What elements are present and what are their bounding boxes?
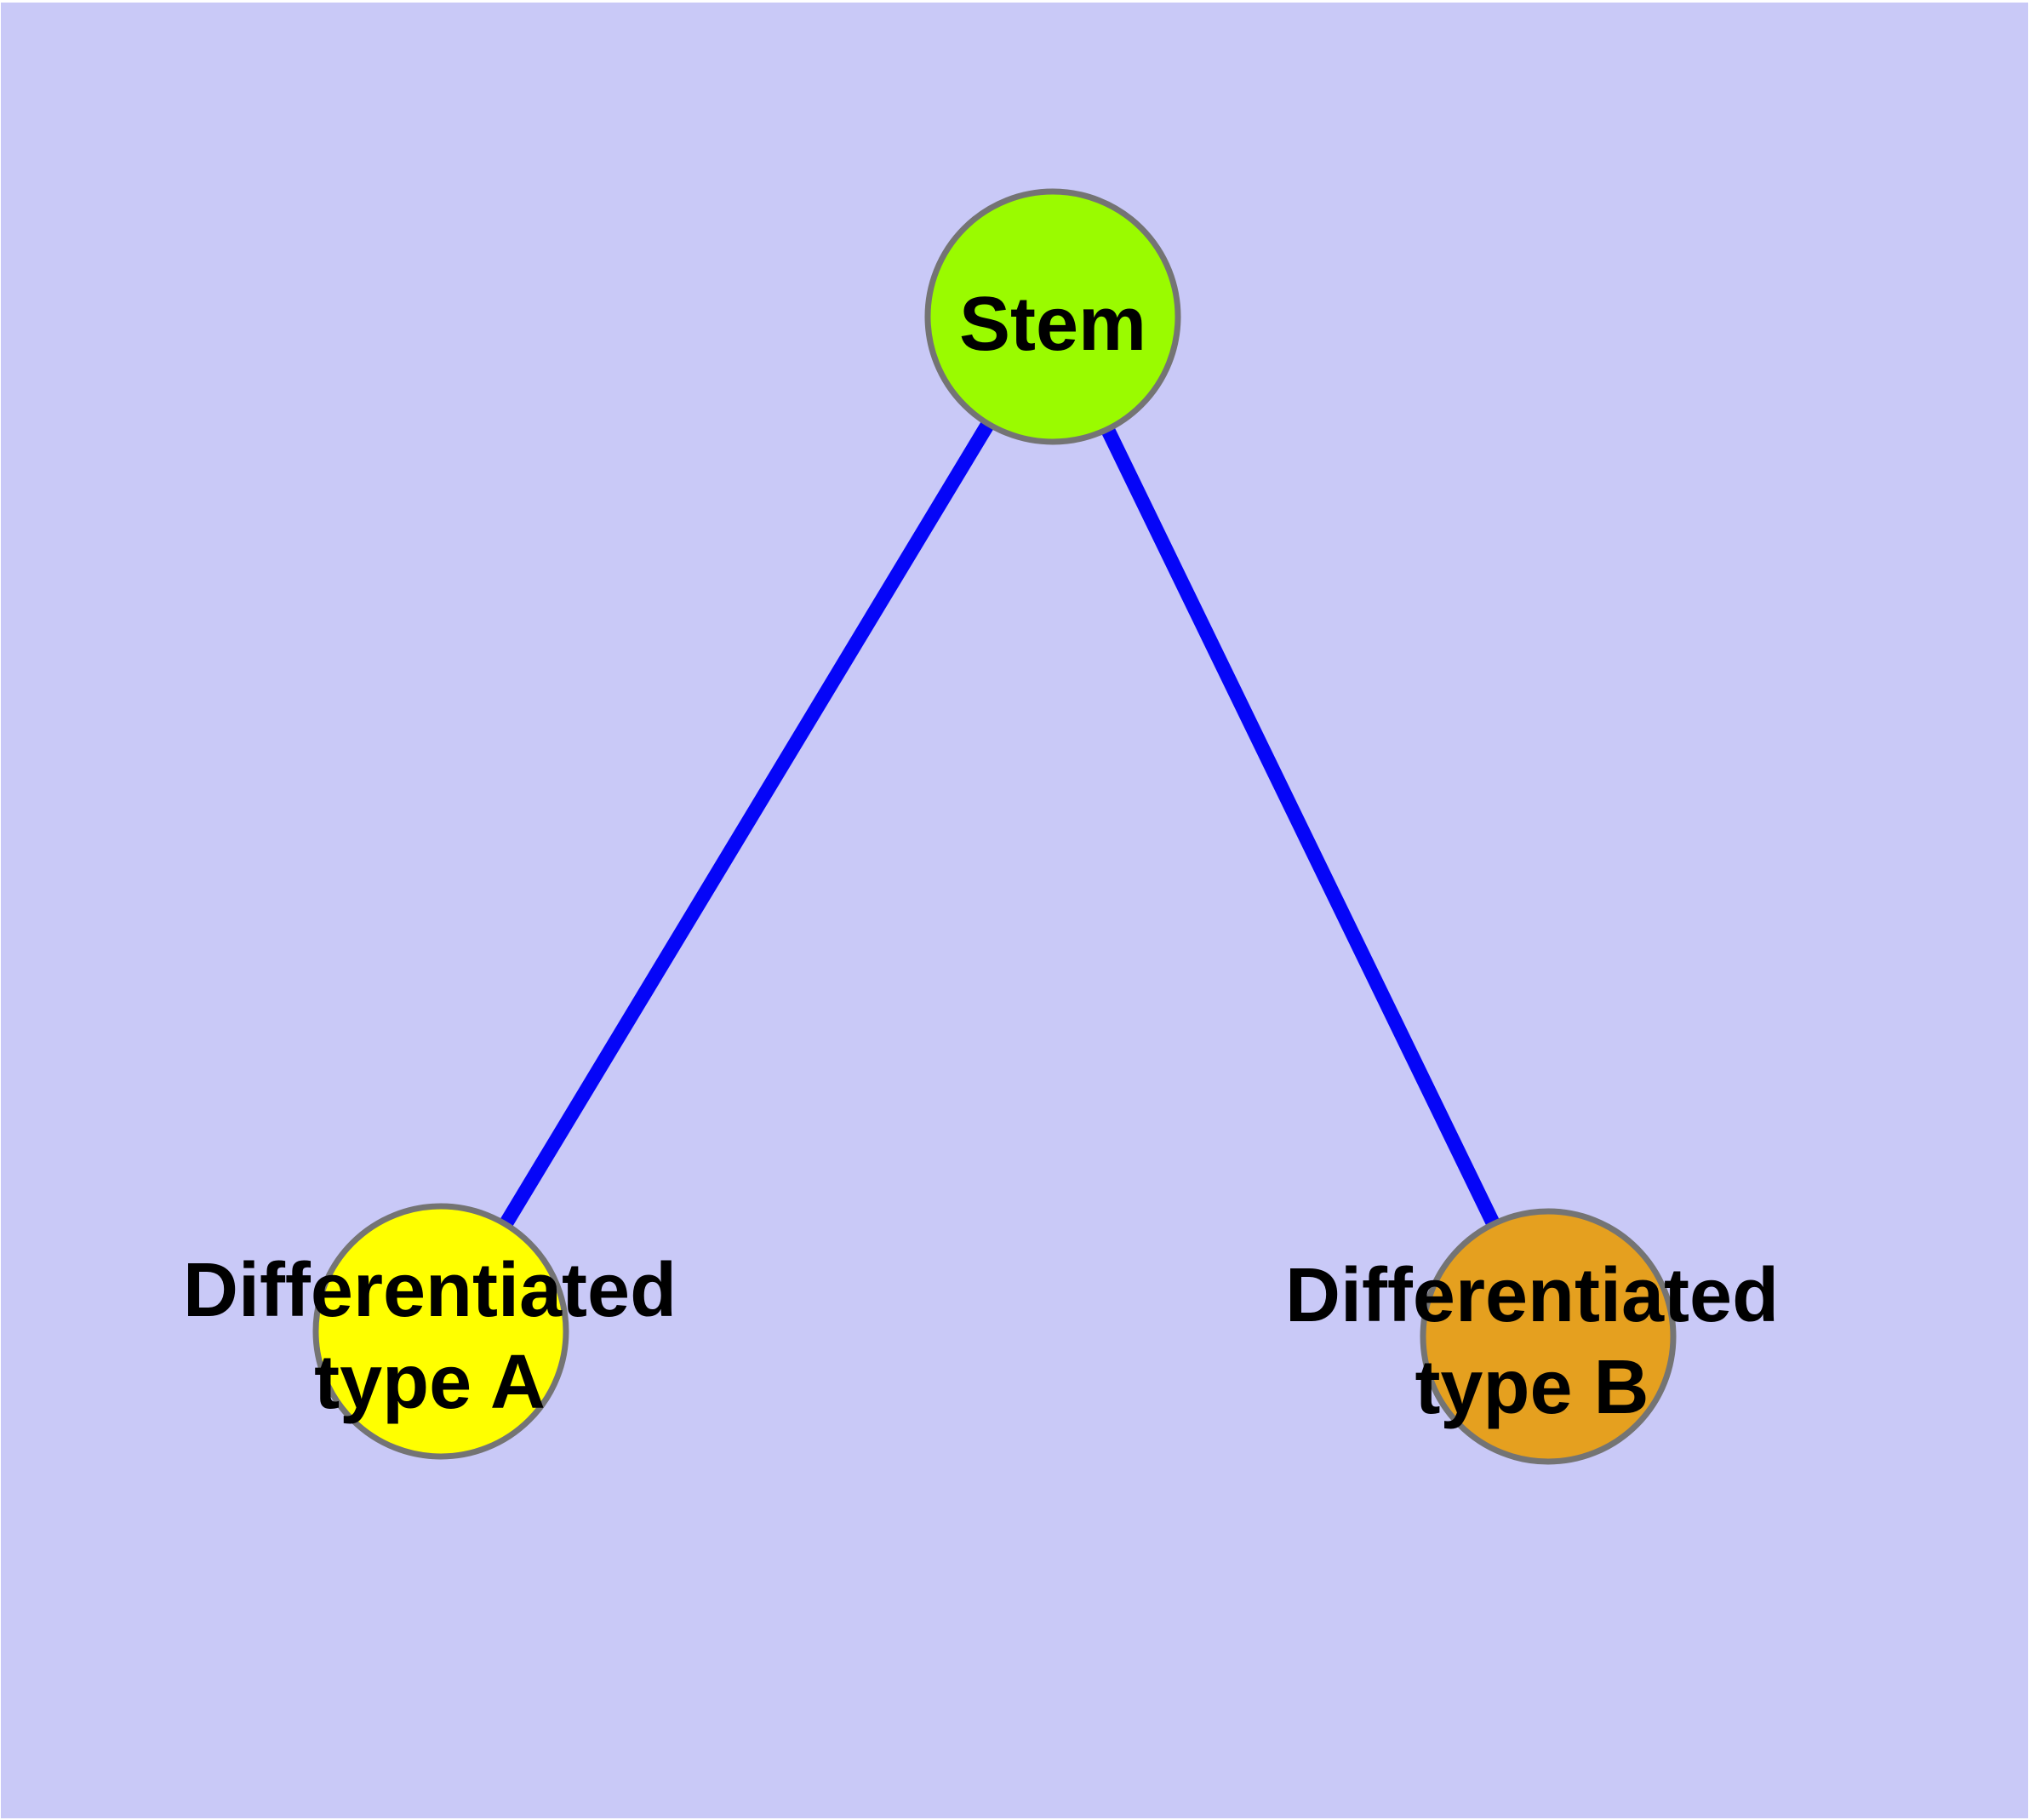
node-label-differentiated-type-a: Differentiated type A [183, 1245, 677, 1428]
edge-stem-to-type-a [434, 312, 1060, 1336]
node-label-line: Differentiated [1284, 1253, 1780, 1338]
edge-stem-to-type-b [1046, 313, 1555, 1340]
node-label-line: type B [1415, 1345, 1649, 1430]
node-differentiated-type-b [1420, 1208, 1677, 1465]
node-differentiated-type-a [312, 1203, 569, 1460]
node-label-line: Stem [958, 282, 1147, 367]
node-label-differentiated-type-b: Differentiated type B [1285, 1250, 1779, 1434]
node-label-stem: Stem [959, 278, 1146, 370]
node-label-line: type A [314, 1340, 546, 1425]
node-stem [924, 188, 1181, 445]
node-label-line: Differentiated [182, 1248, 677, 1333]
